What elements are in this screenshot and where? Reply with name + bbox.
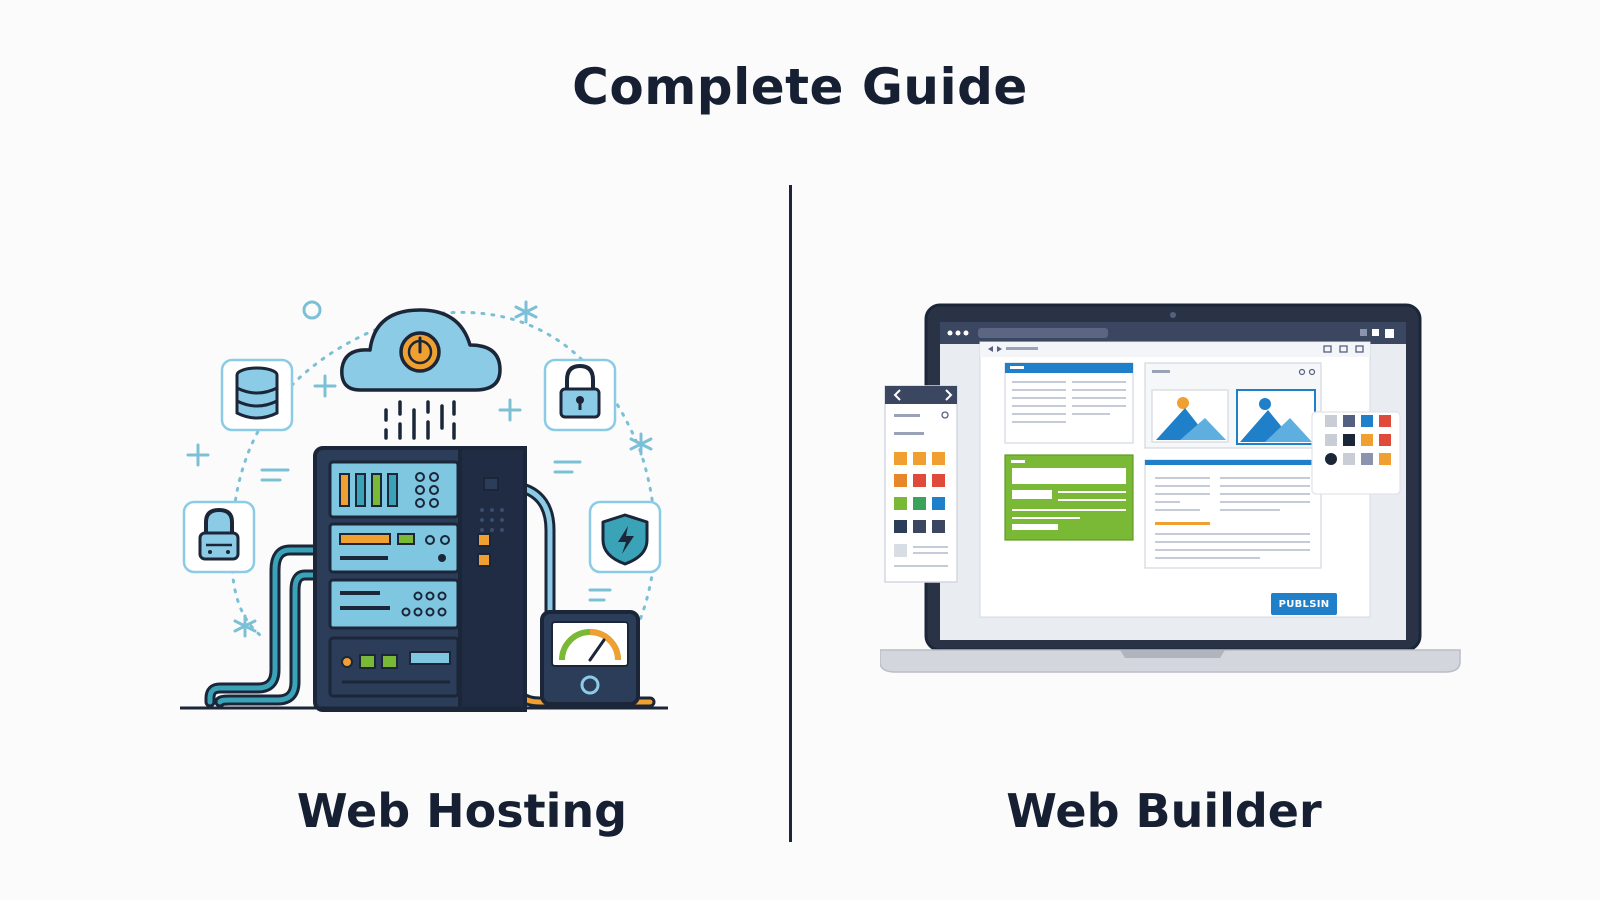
server-rack-icon <box>313 446 527 712</box>
chevron-right-icon <box>945 389 953 401</box>
sparkle-decoration <box>186 300 653 638</box>
layout-panel <box>884 385 958 583</box>
gauge-icon <box>540 610 640 706</box>
web-hosting-label: Web Hosting <box>296 784 628 838</box>
database-icon <box>220 358 294 432</box>
page-title: Complete Guide <box>572 58 1028 116</box>
padlock-icon <box>543 358 617 432</box>
shield-icon <box>588 500 662 574</box>
lock-icon <box>182 500 256 574</box>
web-builder-label: Web Builder <box>1006 784 1322 838</box>
chevron-left-icon <box>893 389 901 401</box>
image-icon <box>1151 389 1229 443</box>
web-builder-illustration <box>880 303 1461 673</box>
image-icon <box>1236 389 1316 445</box>
laptop-icon <box>924 303 1422 652</box>
publish-button[interactable]: PUBLSIN <box>1271 593 1337 615</box>
cloud-icon <box>340 308 502 392</box>
color-palette-icon <box>1311 411 1401 495</box>
center-divider <box>789 185 792 842</box>
web-hosting-illustration <box>180 300 668 712</box>
